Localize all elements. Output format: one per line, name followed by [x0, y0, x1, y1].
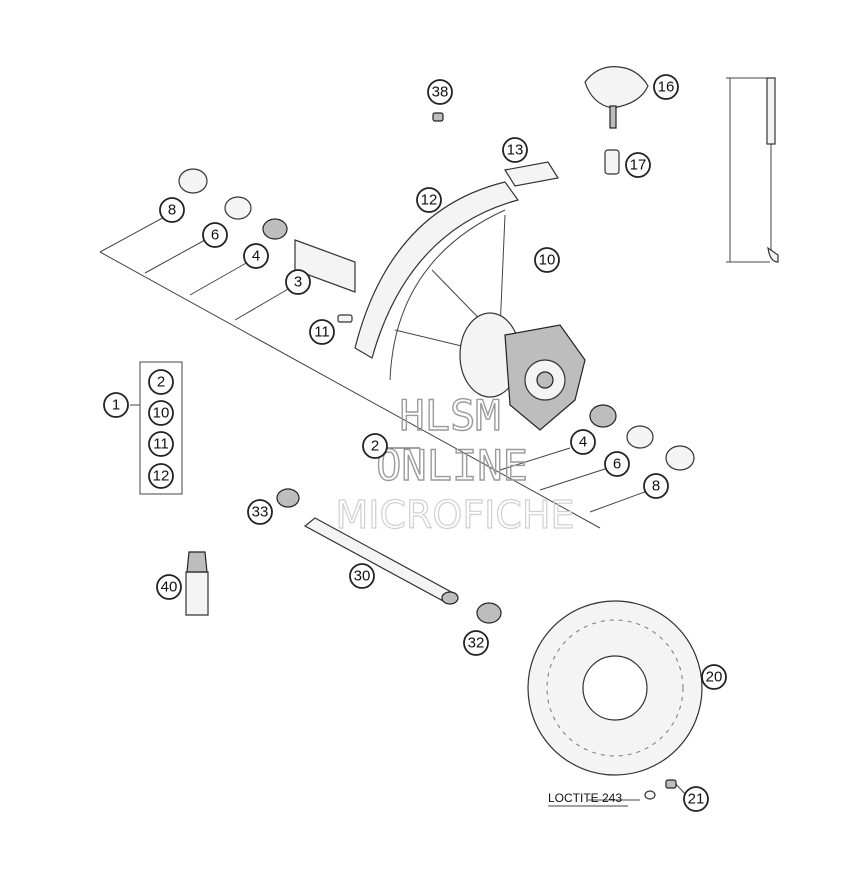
callout-4-right: 4: [570, 429, 596, 455]
watermark-line2: ONLINE: [376, 441, 528, 490]
svg-text:10: 10: [153, 405, 170, 422]
hub-assembly: [394, 214, 586, 431]
callout-8-right: 8: [643, 473, 669, 499]
left-bearing-stack: [178, 168, 356, 293]
part-13-rim-tape: [504, 161, 559, 187]
callout-40: 40: [156, 574, 182, 600]
part-17-nipple: [604, 149, 620, 175]
part-32-spacer: [476, 602, 502, 624]
svg-text:1: 1: [112, 397, 120, 414]
part-38-cap: [432, 112, 444, 122]
svg-text:38: 38: [432, 84, 449, 101]
svg-text:40: 40: [161, 579, 178, 596]
callout-30: 30: [349, 563, 375, 589]
svg-text:12: 12: [153, 468, 170, 485]
callout-group-11: 11: [148, 431, 174, 457]
svg-text:4: 4: [579, 434, 587, 451]
part-21-bolt: [644, 779, 677, 800]
svg-text:2: 2: [157, 374, 165, 391]
callout-2-hub: 2: [362, 433, 388, 459]
part-11-nipple: [337, 314, 353, 323]
svg-text:13: 13: [507, 142, 524, 159]
svg-text:21: 21: [688, 791, 705, 808]
part-30-axle: [303, 517, 459, 605]
svg-text:30: 30: [354, 568, 371, 585]
svg-text:17: 17: [630, 157, 647, 174]
right-bearing-stack: [589, 404, 695, 471]
callout-4-left: 4: [243, 243, 269, 269]
callout-17: 17: [625, 152, 651, 178]
watermark-line3: MICROFICHE: [335, 493, 574, 537]
svg-text:16: 16: [658, 79, 675, 96]
callout-13: 13: [502, 137, 528, 163]
spoke-dimension: [726, 77, 779, 263]
part-12-rim: [354, 181, 519, 381]
callout-8-left: 8: [159, 197, 185, 223]
callout-group-2: 2: [148, 369, 174, 395]
watermark: HLSM ONLINE MICROFICHE: [335, 390, 575, 537]
part-40-loctite-tube: [185, 551, 209, 616]
svg-text:12: 12: [421, 192, 438, 209]
callout-11-nipple: 11: [309, 319, 335, 345]
callout-12-rim: 12: [416, 187, 442, 213]
callout-10-spoke: 10: [534, 247, 560, 273]
callout-20: 20: [701, 664, 727, 690]
callout-6-right: 6: [604, 451, 630, 477]
svg-text:8: 8: [168, 202, 176, 219]
callout-16: 16: [653, 74, 679, 100]
svg-text:32: 32: [468, 635, 485, 652]
callout-group-10: 10: [148, 400, 174, 426]
svg-text:2: 2: [371, 438, 379, 455]
callout-3: 3: [285, 269, 311, 295]
callout-1: 1: [103, 392, 129, 418]
svg-text:11: 11: [314, 324, 330, 341]
part-33-spacer: [276, 488, 300, 508]
callout-6-left: 6: [202, 222, 228, 248]
svg-text:33: 33: [252, 504, 269, 521]
svg-text:3: 3: [294, 274, 302, 291]
group-bracket: [139, 361, 183, 495]
svg-text:20: 20: [706, 669, 723, 686]
part-20-brake-disc: [527, 600, 703, 776]
svg-text:8: 8: [652, 478, 660, 495]
watermark-line1: HLSM: [399, 391, 500, 440]
svg-text:11: 11: [153, 436, 169, 453]
callout-group-12: 12: [148, 463, 174, 489]
svg-text:6: 6: [613, 456, 621, 473]
callout-38: 38: [427, 79, 453, 105]
callout-21: 21: [683, 786, 709, 812]
svg-text:10: 10: [539, 252, 556, 269]
svg-text:6: 6: [211, 227, 219, 244]
callout-32: 32: [463, 630, 489, 656]
loctite-label: LOCTITE 243: [548, 791, 622, 805]
svg-text:4: 4: [252, 248, 260, 265]
callout-33: 33: [247, 499, 273, 525]
part-16-clamp: [584, 66, 649, 129]
